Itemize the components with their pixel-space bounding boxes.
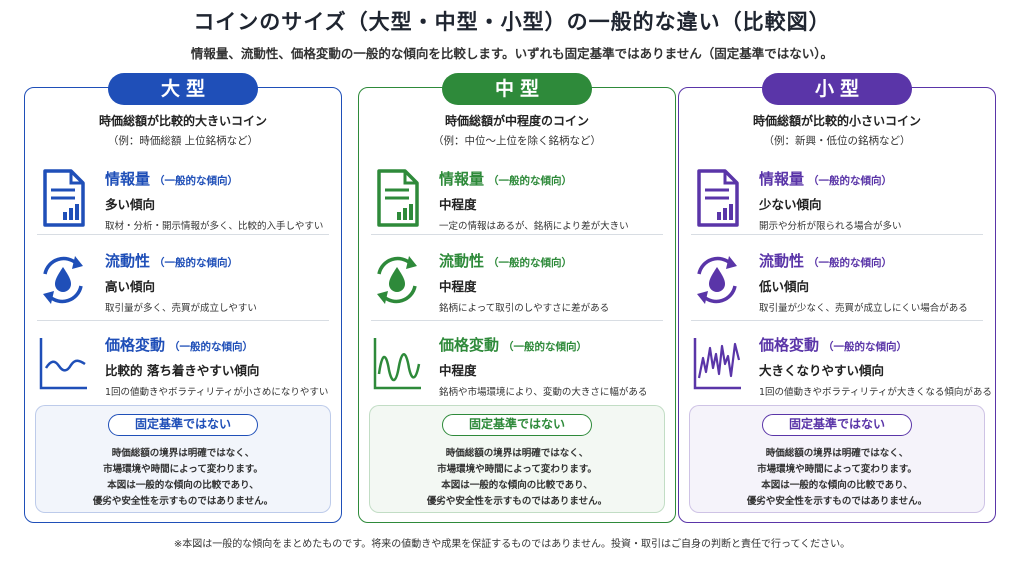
section-note: （一般的な傾向） — [154, 257, 239, 269]
divider — [371, 234, 663, 235]
section-title: 情報量 — [759, 170, 805, 188]
liquidity-cycle-icon — [371, 250, 423, 310]
section-volatility: 価格変動（一般的な傾向） 比較的 落ち着きやすい傾向 1回の値動きやボラティリテ… — [25, 334, 341, 414]
section-volatility: 価格変動（一般的な傾向） 大きくなりやすい傾向 1回の値動きやボラティリティが大… — [679, 334, 995, 414]
section-title: 価格変動 — [759, 336, 820, 354]
section-liquidity: 流動性（一般的な傾向） 低い傾向 取引量が少なく、売買が成立しにくい場合がある — [679, 250, 995, 330]
divider — [37, 320, 329, 321]
section-level: 中程度 — [439, 363, 477, 378]
column-label: 中型 — [442, 73, 592, 105]
section-title: 情報量 — [105, 170, 151, 188]
section-title: 流動性 — [759, 252, 805, 270]
column-label: 小型 — [762, 73, 912, 105]
column-description: 時価総額が比較的小さいコイン （例：新興・低位の銘柄など） — [679, 112, 995, 148]
divider — [691, 320, 983, 321]
section-title: 情報量 — [439, 170, 485, 188]
column-large: 大型 時価総額が比較的大きいコイン （例：時価総額 上位銘柄など） 情報量（一般… — [24, 73, 342, 523]
section-note: （一般的な傾向） — [169, 341, 254, 353]
box-line: 時価総額の境界は明確ではなく、 — [765, 448, 909, 459]
section-level: 比較的 落ち着きやすい傾向 — [105, 363, 260, 378]
section-level: 中程度 — [439, 197, 477, 212]
section-liquidity: 流動性（一般的な傾向） 高い傾向 取引量が多く、売買が成立しやすい — [25, 250, 341, 330]
section-title: 価格変動 — [105, 336, 166, 354]
section-level: 多い傾向 — [105, 197, 156, 212]
document-chart-icon — [691, 168, 743, 228]
fixed-criteria-box: 固定基準ではない 時価総額の境界は明確ではなく、 市場環境や時間によって変わりま… — [35, 405, 331, 513]
section-detail: 一定の情報はあるが、銘柄により差が大きい — [439, 221, 629, 232]
section-detail: 開示や分析が限られる場合が多い — [759, 221, 902, 232]
gentle-wave-chart-icon — [37, 334, 89, 394]
divider — [371, 320, 663, 321]
box-line: 本図は一般的な傾向の比較であり、 — [441, 480, 593, 491]
box-line: 優劣や安全性を示すものではありません。 — [746, 496, 928, 507]
section-detail: 1回の値動きやボラティリティが小さめになりやすい — [105, 387, 329, 398]
column-small: 小型 時価総額が比較的小さいコイン （例：新興・低位の銘柄など） 情報量（一般的… — [678, 73, 996, 523]
section-detail: 取引量が少なく、売買が成立しにくい場合がある — [759, 303, 968, 314]
box-line: 本図は一般的な傾向の比較であり、 — [761, 480, 913, 491]
document-chart-icon — [371, 168, 423, 228]
description-example: （例：中位〜上位を除く銘柄など） — [433, 135, 601, 147]
section-detail: 銘柄によって取引のしやすさに差がある — [439, 303, 610, 314]
document-chart-icon — [37, 168, 89, 228]
section-detail: 1回の値動きやボラティリティが大きくなる傾向がある — [759, 387, 992, 398]
box-line: 市場環境や時間によって変わります。 — [437, 464, 597, 475]
section-note: （一般的な傾向） — [808, 175, 893, 187]
liquidity-cycle-icon — [691, 250, 743, 310]
footnote-disclaimer: ※本図は一般的な傾向をまとめたものです。将来の値動きや成果を保証するものではあり… — [173, 539, 851, 550]
box-line: 時価総額の境界は明確ではなく、 — [111, 448, 255, 459]
section-detail: 銘柄や市場環境により、変動の大きさに幅がある — [439, 387, 648, 398]
description-main: 時価総額が中程度のコイン — [444, 114, 589, 128]
section-note: （一般的な傾向） — [154, 175, 239, 187]
description-main: 時価総額が比較的大きいコイン — [98, 114, 267, 128]
column-description: 時価総額が中程度のコイン （例：中位〜上位を除く銘柄など） — [359, 112, 675, 148]
fixed-criteria-label: 固定基準ではない — [762, 414, 912, 436]
section-title: 価格変動 — [439, 336, 500, 354]
section-detail: 取引量が多く、売買が成立しやすい — [105, 303, 257, 314]
page-subtitle: 情報量、流動性、価格変動の一般的な傾向を比較します。いずれも固定基準ではありませ… — [190, 46, 834, 61]
description-main: 時価総額が比較的小さいコイン — [752, 114, 921, 128]
section-info: 情報量（一般的な傾向） 少ない傾向 開示や分析が限られる場合が多い — [679, 168, 995, 248]
box-line: 優劣や安全性を示すものではありません。 — [92, 496, 274, 507]
section-note: （一般的な傾向） — [488, 257, 573, 269]
section-level: 大きくなりやすい傾向 — [759, 363, 885, 378]
box-line: 時価総額の境界は明確ではなく、 — [445, 448, 589, 459]
section-level: 高い傾向 — [105, 279, 156, 294]
liquidity-cycle-icon — [37, 250, 89, 310]
fixed-criteria-box: 固定基準ではない 時価総額の境界は明確ではなく、 市場環境や時間によって変わりま… — [689, 405, 985, 513]
divider — [691, 234, 983, 235]
section-note: （一般的な傾向） — [808, 257, 893, 269]
section-liquidity: 流動性（一般的な傾向） 中程度 銘柄によって取引のしやすさに差がある — [359, 250, 675, 330]
section-info: 情報量（一般的な傾向） 多い傾向 取材・分析・開示情報が多く、比較的入手しやすい — [25, 168, 341, 248]
fixed-criteria-box: 固定基準ではない 時価総額の境界は明確ではなく、 市場環境や時間によって変わりま… — [369, 405, 665, 513]
jagged-wave-chart-icon — [691, 334, 743, 394]
section-level: 中程度 — [439, 279, 477, 294]
box-line: 市場環境や時間によって変わります。 — [757, 464, 917, 475]
fixed-criteria-label: 固定基準ではない — [108, 414, 258, 436]
section-level: 低い傾向 — [759, 279, 810, 294]
page-title: コインのサイズ（大型・中型・小型）の一般的な違い（比較図） — [193, 10, 831, 34]
section-level: 少ない傾向 — [759, 197, 822, 212]
section-note: （一般的な傾向） — [823, 341, 908, 353]
section-info: 情報量（一般的な傾向） 中程度 一定の情報はあるが、銘柄により差が大きい — [359, 168, 675, 248]
box-line: 本図は一般的な傾向の比較であり、 — [107, 480, 259, 491]
section-note: （一般的な傾向） — [503, 341, 588, 353]
section-title: 流動性 — [105, 252, 151, 270]
medium-wave-chart-icon — [371, 334, 423, 394]
section-volatility: 価格変動（一般的な傾向） 中程度 銘柄や市場環境により、変動の大きさに幅がある — [359, 334, 675, 414]
description-example: （例：時価総額 上位銘柄など） — [107, 135, 259, 147]
box-line: 市場環境や時間によって変わります。 — [103, 464, 263, 475]
section-title: 流動性 — [439, 252, 485, 270]
fixed-criteria-label: 固定基準ではない — [442, 414, 592, 436]
column-label: 大型 — [108, 73, 258, 105]
divider — [37, 234, 329, 235]
section-note: （一般的な傾向） — [488, 175, 573, 187]
column-medium: 中型 時価総額が中程度のコイン （例：中位〜上位を除く銘柄など） 情報量（一般的… — [358, 73, 676, 523]
box-line: 優劣や安全性を示すものではありません。 — [426, 496, 608, 507]
description-example: （例：新興・低位の銘柄など） — [763, 135, 911, 147]
column-description: 時価総額が比較的大きいコイン （例：時価総額 上位銘柄など） — [25, 112, 341, 148]
section-detail: 取材・分析・開示情報が多く、比較的入手しやすい — [105, 221, 324, 232]
